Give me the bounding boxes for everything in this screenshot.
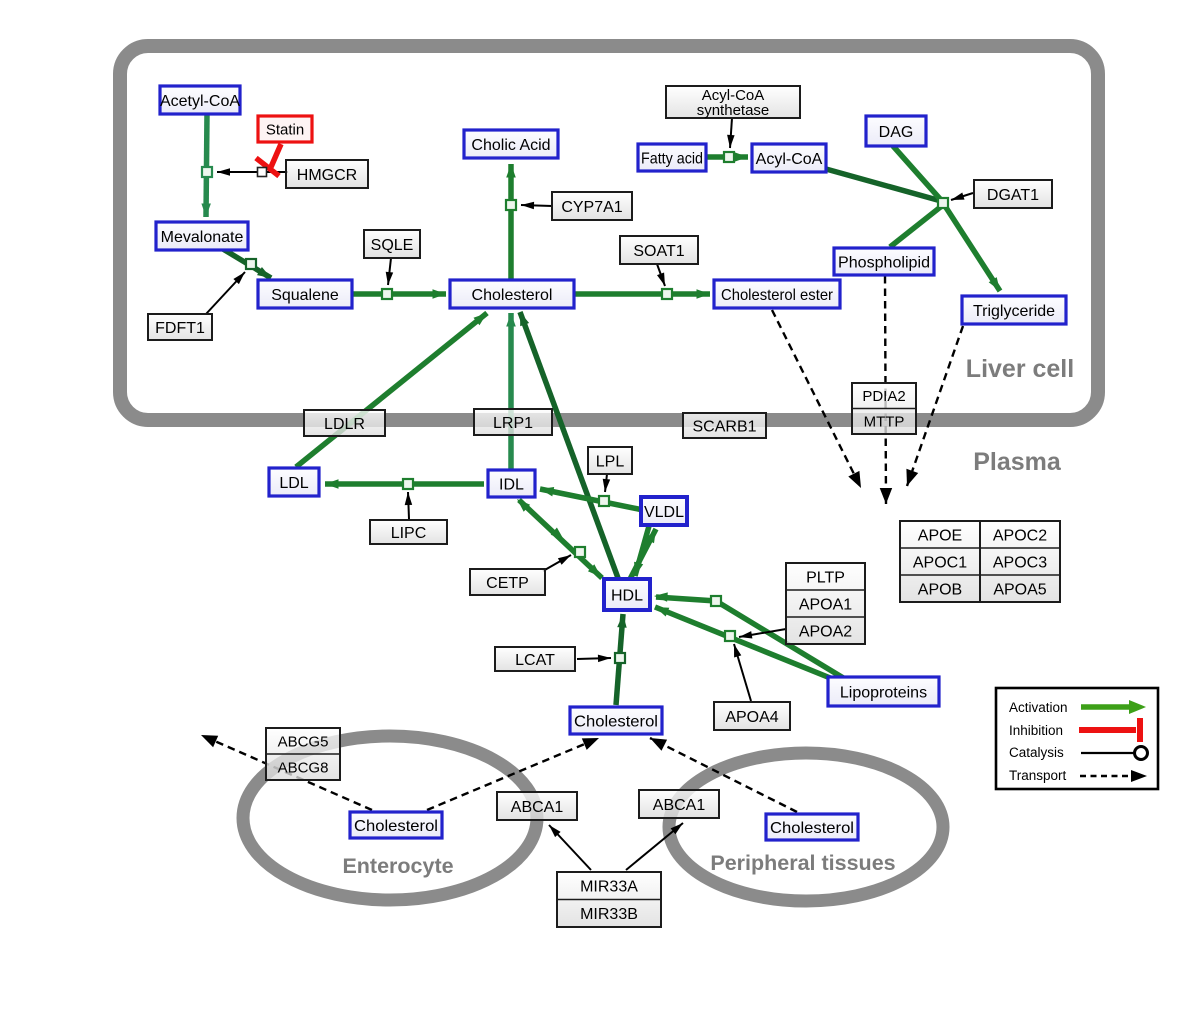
svg-text:MIR33A: MIR33A — [580, 879, 638, 896]
svg-text:Cholesterol: Cholesterol — [472, 287, 553, 304]
svg-text:Enterocyte: Enterocyte — [342, 854, 453, 878]
svg-text:Lipoproteins: Lipoproteins — [840, 684, 927, 701]
svg-text:APOC2: APOC2 — [993, 528, 1047, 545]
svg-text:APOE: APOE — [918, 528, 962, 545]
svg-text:PDIA2: PDIA2 — [862, 388, 905, 405]
svg-text:Triglyceride: Triglyceride — [973, 303, 1055, 320]
svg-text:ABCG8: ABCG8 — [278, 759, 329, 776]
svg-text:LCAT: LCAT — [515, 652, 555, 669]
svg-text:Squalene: Squalene — [271, 287, 339, 304]
svg-text:CYP7A1: CYP7A1 — [561, 199, 622, 216]
svg-text:Cholesterol: Cholesterol — [574, 713, 658, 730]
svg-text:SOAT1: SOAT1 — [633, 243, 684, 260]
svg-text:SCARB1: SCARB1 — [692, 418, 756, 435]
svg-text:CETP: CETP — [486, 575, 529, 592]
svg-text:Liver cell: Liver cell — [966, 355, 1074, 383]
svg-text:Acetyl-CoA: Acetyl-CoA — [160, 93, 240, 110]
svg-text:LIPC: LIPC — [391, 525, 427, 542]
svg-text:HMGCR: HMGCR — [297, 167, 357, 184]
svg-text:Acyl-CoA: Acyl-CoA — [756, 151, 823, 168]
svg-text:Mevalonate: Mevalonate — [161, 229, 244, 246]
svg-text:Plasma: Plasma — [973, 448, 1062, 476]
svg-text:Cholesterol: Cholesterol — [770, 820, 854, 837]
svg-text:APOA2: APOA2 — [799, 623, 852, 640]
svg-text:ABCA1: ABCA1 — [511, 799, 564, 816]
svg-text:synthetase: synthetase — [697, 102, 770, 119]
svg-text:APOC1: APOC1 — [913, 555, 967, 572]
svg-text:LRP1: LRP1 — [493, 415, 533, 432]
svg-text:ABCG5: ABCG5 — [278, 733, 329, 750]
svg-text:Cholic Acid: Cholic Acid — [471, 137, 550, 154]
svg-text:Cholesterol: Cholesterol — [354, 818, 438, 835]
svg-text:APOC3: APOC3 — [993, 555, 1047, 572]
svg-text:MTTP: MTTP — [864, 414, 905, 431]
svg-text:DGAT1: DGAT1 — [987, 187, 1039, 204]
svg-text:HDL: HDL — [611, 587, 643, 604]
svg-text:VLDL: VLDL — [644, 504, 684, 521]
svg-text:LDL: LDL — [279, 475, 308, 492]
svg-text:Transport: Transport — [1009, 768, 1067, 783]
svg-text:APOB: APOB — [918, 582, 962, 599]
svg-text:Statin: Statin — [266, 121, 304, 138]
svg-text:Phospholipid: Phospholipid — [838, 254, 930, 271]
svg-text:LDLR: LDLR — [324, 416, 365, 433]
svg-text:Activation: Activation — [1009, 700, 1068, 715]
svg-text:FDFT1: FDFT1 — [155, 320, 205, 337]
svg-text:LPL: LPL — [596, 453, 625, 470]
svg-text:DAG: DAG — [879, 124, 914, 141]
svg-text:APOA5: APOA5 — [993, 582, 1046, 599]
svg-text:PLTP: PLTP — [806, 569, 845, 586]
svg-text:Catalysis: Catalysis — [1009, 745, 1064, 760]
svg-text:APOA1: APOA1 — [799, 596, 852, 613]
svg-text:SQLE: SQLE — [371, 237, 414, 254]
svg-text:Cholesterol ester: Cholesterol ester — [721, 287, 834, 304]
svg-text:Peripheral tissues: Peripheral tissues — [710, 851, 895, 875]
svg-text:ABCA1: ABCA1 — [653, 797, 706, 814]
svg-text:MIR33B: MIR33B — [580, 906, 638, 923]
svg-text:Fatty acid: Fatty acid — [641, 150, 703, 167]
svg-text:IDL: IDL — [499, 476, 524, 493]
svg-text:Acyl-CoA: Acyl-CoA — [702, 87, 765, 104]
svg-text:Inhibition: Inhibition — [1009, 723, 1063, 738]
svg-text:APOA4: APOA4 — [725, 709, 778, 726]
